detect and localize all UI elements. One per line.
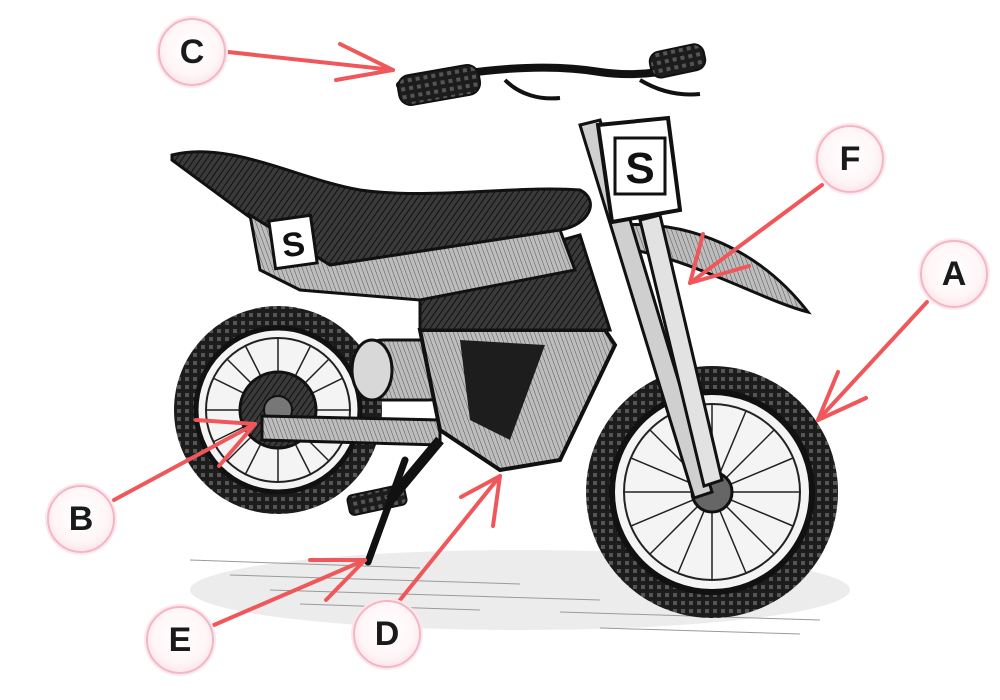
callout-e: E: [146, 606, 214, 674]
handlebar: [396, 43, 707, 106]
arrow-to-c: [226, 42, 395, 82]
callout-f: F: [816, 125, 884, 193]
arrow-to-f: [688, 183, 824, 285]
callout-d-label: D: [374, 614, 400, 653]
arrow-to-b: [112, 418, 257, 502]
callout-d: D: [353, 600, 421, 668]
callout-c: C: [158, 18, 226, 86]
kickstand: [364, 456, 409, 566]
rear-wheel: [174, 306, 382, 514]
swingarm: [260, 414, 442, 447]
callout-c-label: C: [179, 32, 205, 71]
callout-b: B: [47, 485, 115, 553]
side-plate-label: S: [280, 225, 308, 266]
callout-a: A: [920, 240, 988, 308]
arrow-to-a: [816, 300, 929, 422]
callout-f-label: F: [839, 139, 861, 178]
callout-b-label: B: [68, 499, 94, 538]
seat: S: [170, 150, 592, 302]
callout-a-label: A: [941, 254, 967, 293]
front-plate-label: S: [625, 144, 654, 193]
arrow-to-e: [212, 558, 367, 627]
callout-e-label: E: [168, 620, 192, 659]
arrow-to-d: [398, 474, 502, 602]
front-number-plate: S: [595, 115, 683, 225]
